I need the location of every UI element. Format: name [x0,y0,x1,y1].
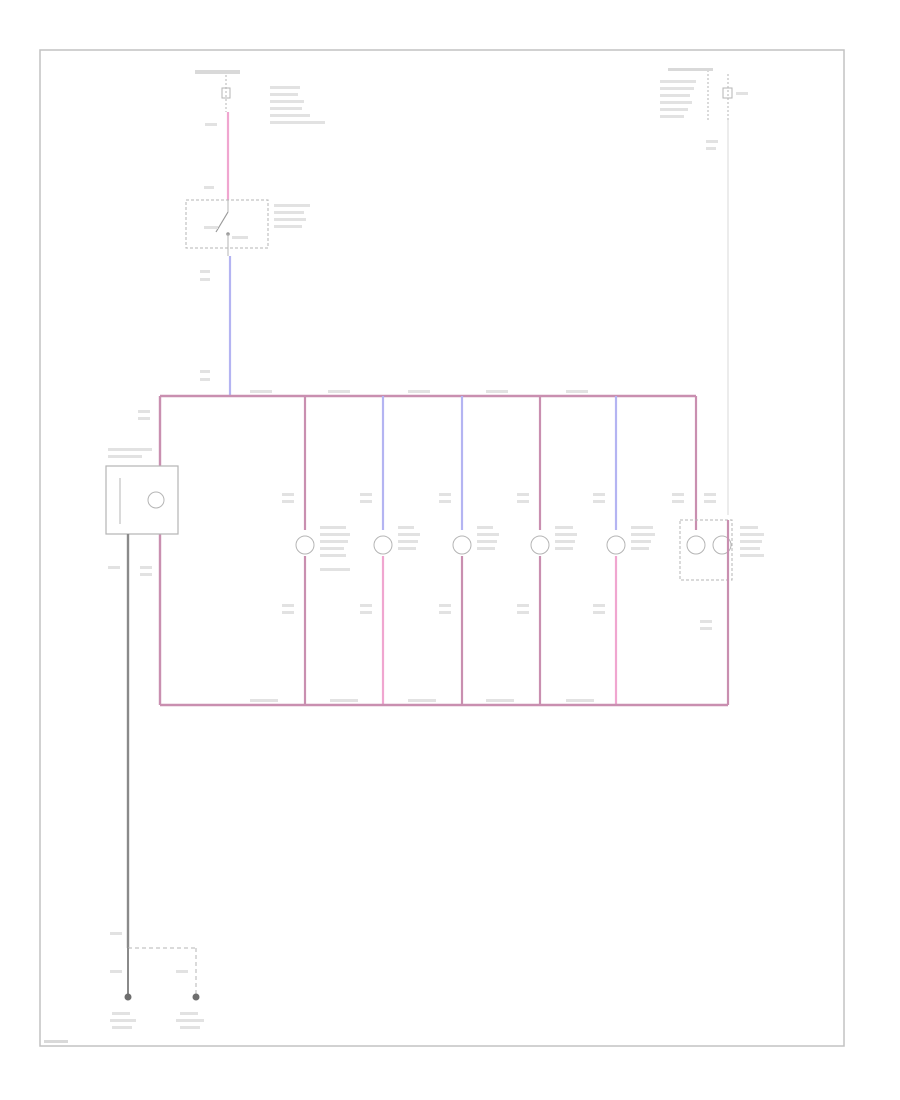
left-fuse-feed [195,70,325,200]
ground-point-left [110,993,136,1029]
return-bus-labels [250,699,594,702]
lamp-branch-5 [593,396,655,705]
control-module [105,410,179,576]
lamp-branch-2 [360,396,420,705]
ground-split [110,932,197,995]
ground-point-right [176,993,204,1029]
lamp-branch-4 [517,396,577,705]
bus-labels [250,390,588,393]
lamp-branch-3 [439,396,499,705]
right-fuse-feed [660,68,748,515]
lamp-branch-6 [672,396,764,705]
combination-switch [185,186,310,256]
lamp-branch-1 [282,396,350,705]
corner-tag [44,1040,68,1043]
diagram-frame [39,49,845,1047]
